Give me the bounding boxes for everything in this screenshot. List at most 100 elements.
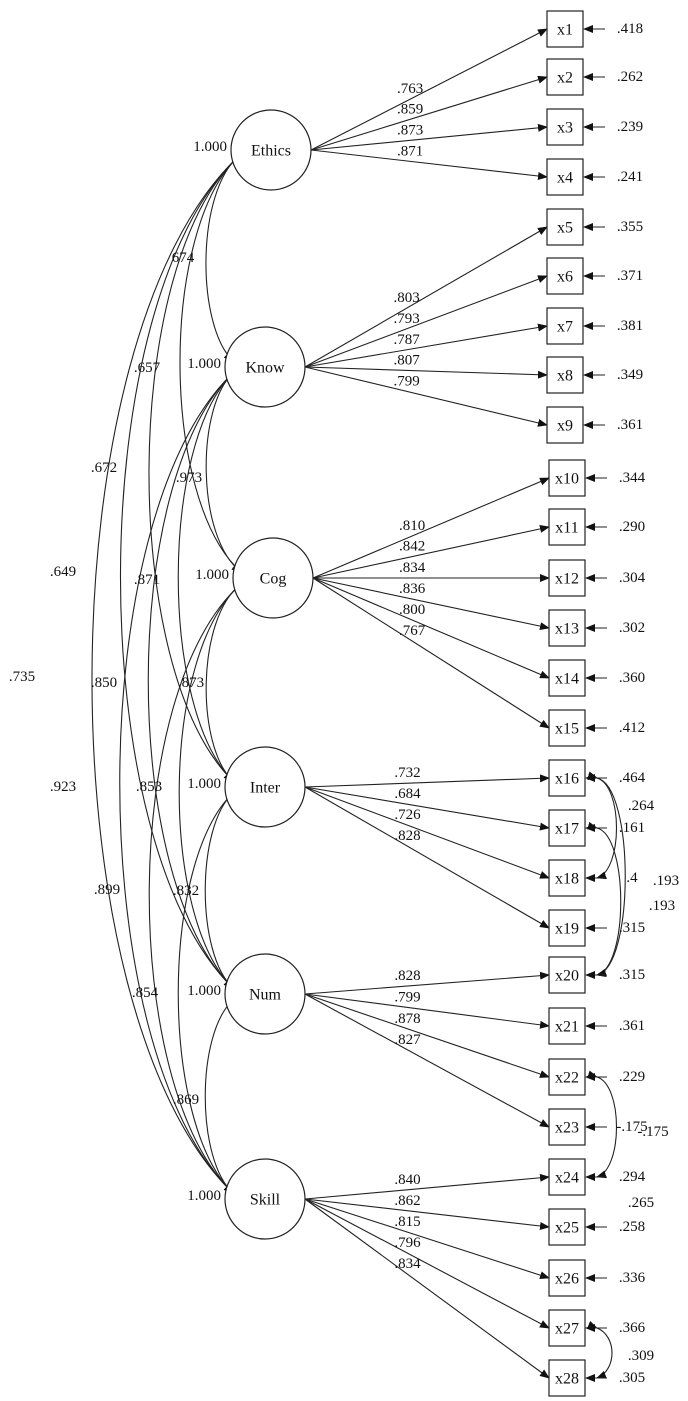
factor-correlation-label: .899 [94, 882, 120, 898]
loading-label: .842 [399, 539, 425, 555]
error-covariance-label: .193 [653, 873, 679, 889]
latent-node-know [224, 326, 306, 408]
error-covariance-layer [587, 771, 626, 1379]
error-variance-label: .418 [617, 21, 643, 37]
indicator-label: x17 [555, 821, 579, 838]
indicator-label: x12 [555, 571, 579, 588]
indicator-box-x1 [546, 10, 584, 48]
indicator-box-x3 [546, 108, 584, 146]
latent-label: Ethics [251, 143, 291, 160]
indicator-label: x27 [555, 1321, 579, 1338]
error-variance-label: .239 [617, 119, 643, 135]
factor-correlation-inter-num [204, 783, 243, 989]
error-variance-label: .290 [619, 519, 645, 535]
indicator-box-x19 [548, 909, 586, 947]
error-variance-label: -.175 [616, 1119, 647, 1135]
loading-arrow-know-x9 [304, 366, 548, 427]
factor-correlation-label: .854 [132, 985, 159, 1001]
factor-correlation-know-skill [119, 363, 243, 1194]
latent-variance-label: 1.000 [187, 983, 221, 999]
node-layer: EthicsKnowCogInterNumSkillx1x2x3x4x5x6x7… [224, 10, 586, 1397]
latent-label: Cog [260, 571, 287, 588]
factor-correlation-label: .869 [173, 1092, 199, 1108]
indicator-box-x4 [546, 158, 584, 196]
indicator-label: x8 [557, 368, 573, 385]
error-variance-label: .360 [619, 670, 645, 686]
loading-path-layer [304, 28, 550, 1379]
loading-label: .807 [394, 352, 421, 368]
error-variance-label: .294 [619, 1169, 646, 1185]
loading-label: .799 [394, 989, 420, 1005]
loading-arrow-skill-x24 [304, 1173, 550, 1200]
error-variance-label: .315 [619, 920, 645, 936]
error-variance-label: .412 [619, 720, 645, 736]
factor-correlation-label: .649 [50, 564, 76, 580]
indicator-label: x1 [557, 22, 573, 39]
loading-label: .800 [399, 602, 425, 618]
indicator-box-x13 [548, 609, 586, 647]
factor-correlation-label: .850 [91, 675, 117, 691]
loading-arrow-num-x20 [304, 971, 550, 995]
error-covariance-x17-x20 [587, 821, 622, 977]
latent-variance-label: 1.000 [187, 1188, 221, 1204]
loading-label: .834 [394, 1256, 421, 1272]
loading-label: .840 [394, 1172, 420, 1188]
error-variance-label: .302 [619, 620, 645, 636]
indicator-label: x22 [555, 1070, 579, 1087]
latent-node-inter [224, 746, 306, 828]
loading-arrow-cog-x13 [312, 577, 550, 631]
indicator-label: x28 [555, 1371, 579, 1388]
error-variance-label: .304 [619, 570, 646, 586]
error-variance-label: .262 [617, 69, 643, 85]
loading-arrow-know-x5 [304, 226, 548, 368]
latent-variance-label: 1.000 [187, 776, 221, 792]
latent-label: Num [249, 987, 282, 1004]
error-variance-label: .305 [619, 1370, 645, 1386]
loading-arrow-inter-x16 [304, 774, 550, 788]
error-variance-label: .371 [617, 268, 643, 284]
indicator-box-x8 [546, 356, 584, 394]
factor-correlation-label: .871 [134, 572, 160, 588]
loading-label: .828 [394, 828, 420, 844]
loading-label: .859 [397, 101, 423, 117]
loading-label: .810 [399, 518, 425, 534]
loading-label: .871 [397, 143, 423, 159]
label-layer: 674.657.672.649.735.973.871.850.923.873.… [9, 21, 679, 1386]
indicator-label: x10 [555, 471, 579, 488]
loading-arrow-ethics-x3 [310, 123, 548, 151]
indicator-label: x15 [555, 721, 579, 738]
indicator-box-x5 [546, 208, 584, 246]
error-variance-label: .241 [617, 169, 643, 185]
factor-correlation-ethics-num [119, 146, 249, 989]
latent-node-cog [232, 537, 314, 619]
error-variance-label: .361 [617, 417, 643, 433]
indicator-box-x24 [548, 1158, 586, 1196]
error-covariance-label: .309 [628, 1348, 654, 1364]
latent-variance-label: 1.000 [195, 567, 229, 583]
indicator-box-x12 [548, 559, 586, 597]
factor-correlation-label: .873 [178, 675, 204, 691]
factor-correlation-label: .735 [9, 669, 35, 685]
loading-arrow-inter-x17 [304, 786, 550, 831]
indicator-label: x13 [555, 621, 579, 638]
error-variance-label: .355 [617, 219, 643, 235]
loading-arrow-ethics-x2 [310, 75, 548, 151]
factor-correlation-know-num [147, 363, 243, 989]
loading-arrow-skill-x26 [304, 1198, 550, 1280]
indicator-label: x16 [555, 771, 579, 788]
loading-arrow-cog-x11 [312, 524, 550, 579]
factor-correlation-label: .853 [136, 779, 162, 795]
latent-node-ethics [230, 109, 312, 191]
indicator-label: x14 [555, 671, 579, 688]
indicator-box-x22 [548, 1058, 586, 1096]
loading-label: .799 [394, 373, 420, 389]
indicator-box-x15 [548, 709, 586, 747]
indicator-label: x3 [557, 120, 573, 137]
factor-correlation-label: .657 [134, 360, 161, 376]
error-variance-layer [583, 25, 607, 1382]
indicator-box-x9 [546, 406, 584, 444]
factor-correlation-know-inter [177, 363, 243, 782]
loading-label: .803 [394, 290, 420, 306]
loading-label: .763 [397, 81, 423, 97]
latent-label: Skill [250, 1192, 281, 1209]
